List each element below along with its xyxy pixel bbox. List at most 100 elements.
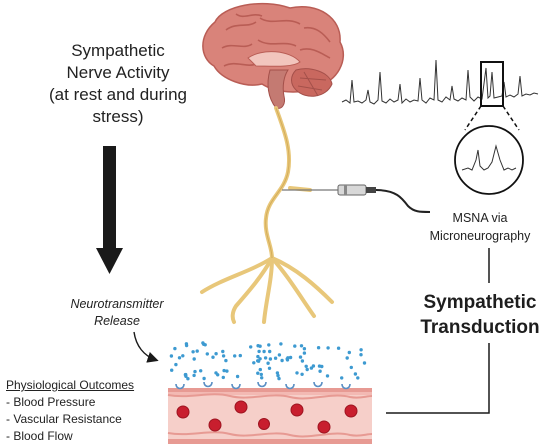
neurotransmitter-dot bbox=[293, 344, 297, 348]
neurotransmitter-dot bbox=[267, 343, 271, 347]
neurotransmitter-dot bbox=[183, 373, 188, 377]
transduction-connector bbox=[386, 248, 490, 414]
neurotransmitter-dot bbox=[305, 367, 309, 372]
neurotransmitter-dot bbox=[268, 357, 273, 361]
brain-icon bbox=[202, 2, 345, 109]
nerve-activity-label: Sympathetic Nerve Activity (at rest and … bbox=[28, 40, 208, 128]
neurotransmitter-dot bbox=[177, 356, 182, 360]
neurotransmitter-dot bbox=[288, 355, 293, 360]
neurotransmitter-dot bbox=[356, 376, 360, 380]
neurotransmitter-dot bbox=[211, 355, 215, 359]
neurotransmitter-dot bbox=[192, 373, 196, 378]
neurotransmitter-dot bbox=[336, 346, 341, 350]
blood-vessel bbox=[167, 388, 373, 444]
neurotransmitter-dot bbox=[195, 349, 199, 353]
neurotransmitter-dot bbox=[340, 376, 344, 380]
neurotransmitter-dot bbox=[225, 369, 229, 373]
outcome-item: - Blood Flow bbox=[6, 429, 73, 443]
msna-label: MSNA via Microneurography bbox=[418, 209, 542, 245]
neurotransmitter-dot bbox=[345, 356, 349, 360]
zoom-line-left bbox=[464, 105, 482, 131]
nerve-activity-line: Sympathetic bbox=[71, 41, 165, 60]
neurotransmitter-dot bbox=[193, 369, 197, 374]
release-line: Neurotransmitter bbox=[70, 297, 164, 311]
neurotransmitter-dot bbox=[268, 349, 272, 354]
neurotransmitter-dot bbox=[280, 358, 284, 363]
neurotransmitter-dot bbox=[300, 372, 304, 376]
microelectrode-icon bbox=[282, 184, 431, 213]
neurotransmitter-dot bbox=[262, 349, 266, 354]
neurotransmitter-dot bbox=[273, 356, 278, 360]
neurotransmitter-dot bbox=[266, 361, 270, 365]
neurotransmitter-dot bbox=[359, 353, 363, 357]
neurotransmitter-dot bbox=[263, 356, 268, 360]
neurotransmitter-dot bbox=[318, 369, 322, 373]
neurotransmitter-dot bbox=[295, 371, 299, 375]
nerve-fiber-outline bbox=[265, 107, 290, 259]
neurotransmitter-dot bbox=[257, 349, 261, 354]
zoom-line-right bbox=[502, 105, 520, 131]
neurotransmitter-dot bbox=[317, 364, 322, 368]
neurotransmitter-dot bbox=[302, 347, 307, 351]
nerve-fiber bbox=[200, 106, 334, 324]
red-blood-cells bbox=[176, 400, 358, 434]
neurotransmitter-dot bbox=[259, 372, 263, 377]
msna-trace bbox=[341, 59, 539, 105]
msna-line: MSNA via bbox=[452, 211, 508, 225]
neurotransmitter-dot bbox=[277, 376, 281, 381]
neurotransmitter-release-label: Neurotransmitter Release bbox=[42, 296, 192, 330]
neurotransmitter-dot bbox=[169, 354, 174, 358]
zoom-box bbox=[480, 61, 504, 107]
neurotransmitter-dot bbox=[316, 346, 321, 350]
neurotransmitter-dot bbox=[256, 344, 260, 348]
neurotransmitter-dot bbox=[260, 376, 264, 380]
transduction-line: Transduction bbox=[420, 317, 540, 338]
neurotransmitter-dot bbox=[235, 374, 240, 379]
neurotransmitter-dot bbox=[302, 351, 307, 355]
outcome-item: - Blood Pressure bbox=[6, 395, 96, 409]
neurotransmitter-dot bbox=[186, 377, 190, 381]
transduction-line: Sympathetic bbox=[423, 292, 537, 313]
down-arrow-icon bbox=[96, 146, 123, 274]
neurotransmitter-dot bbox=[191, 350, 195, 354]
neurotransmitter-dot bbox=[221, 349, 225, 354]
neurotransmitter-dot bbox=[256, 371, 260, 375]
receptors bbox=[175, 381, 351, 390]
neurotransmitter-dot bbox=[347, 350, 351, 355]
neurotransmitter-dots bbox=[169, 341, 367, 381]
nerve-activity-line: Nerve Activity bbox=[66, 63, 170, 82]
neurotransmitter-dot bbox=[299, 344, 304, 348]
neurotransmitter-dot bbox=[326, 346, 330, 350]
release-arrow bbox=[133, 331, 159, 363]
neurotransmitter-dot bbox=[199, 369, 203, 373]
nerve-activity-line: (at rest and during bbox=[49, 85, 187, 104]
neurotransmitter-dot bbox=[325, 374, 330, 378]
neurotransmitter-dot bbox=[214, 352, 218, 356]
neurotransmitter-dot bbox=[359, 348, 363, 352]
neurotransmitter-dot bbox=[256, 359, 260, 363]
neurotransmitter-dot bbox=[279, 342, 283, 346]
neurotransmitter-dot bbox=[192, 357, 196, 361]
neurotransmitter-dot bbox=[258, 367, 262, 372]
neurotransmitter-dot bbox=[277, 353, 282, 357]
neurotransmitter-dot bbox=[362, 361, 367, 365]
neurotransmitter-dot bbox=[256, 354, 260, 359]
sympathetic-transduction-label: Sympathetic Transduction bbox=[415, 290, 545, 340]
neurotransmitter-dot bbox=[275, 371, 280, 375]
neurotransmitter-dot bbox=[201, 341, 205, 345]
neurotransmitter-dot bbox=[221, 375, 225, 380]
neurotransmitter-dot bbox=[170, 368, 174, 372]
outcomes-heading: Physiological Outcomes bbox=[6, 378, 135, 392]
neurotransmitter-dot bbox=[205, 352, 209, 356]
neurotransmitter-dot bbox=[276, 373, 280, 378]
neurotransmitter-dot bbox=[233, 354, 237, 358]
neurotransmitter-dot bbox=[173, 346, 177, 351]
neurotransmitter-dot bbox=[349, 365, 353, 370]
neurotransmitter-dot bbox=[221, 354, 226, 358]
nerve-activity-line: stress) bbox=[92, 107, 144, 126]
neurotransmitter-dot bbox=[214, 371, 218, 375]
neurotransmitter-dot bbox=[174, 362, 178, 367]
neurotransmitter-dot bbox=[202, 376, 206, 381]
neurotransmitter-dot bbox=[181, 354, 185, 358]
neurotransmitter-dot bbox=[258, 357, 262, 361]
